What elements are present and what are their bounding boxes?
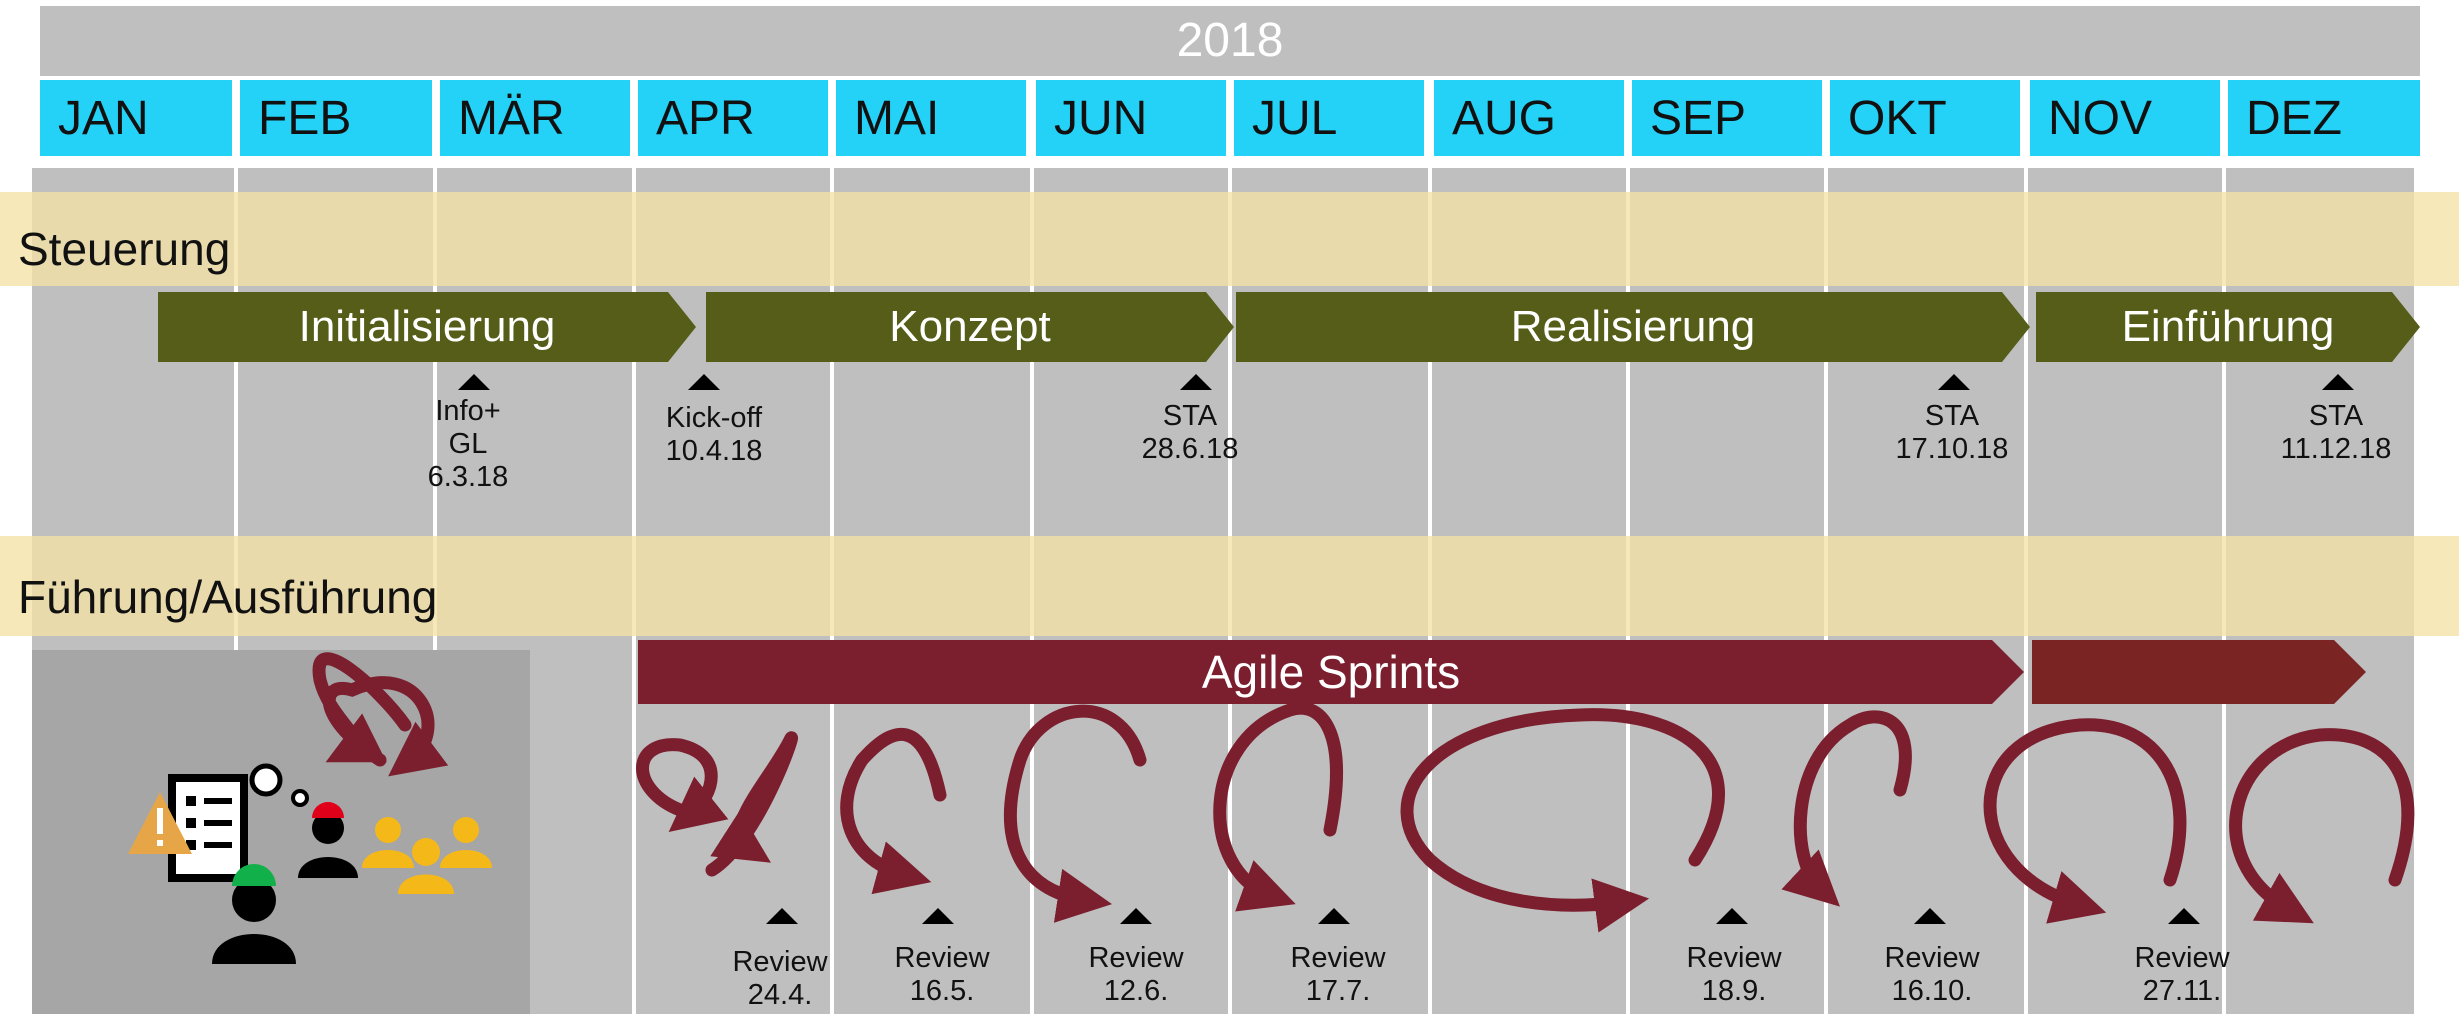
refresh-loop-icon <box>312 652 412 763</box>
phase-einfuehrung: Einführung <box>2036 292 2420 362</box>
review-marker <box>2168 908 2200 924</box>
year-header: 2018 <box>40 6 2420 76</box>
sprint-loop <box>1400 708 1725 933</box>
milestone-sta-okt: STA 17.10.18 <box>1895 400 2009 465</box>
review-4: Review 17.7. <box>1290 942 1386 1007</box>
milestone-kickoff: Kick-off 10.4.18 <box>665 402 763 467</box>
milestone-marker <box>1180 374 1212 390</box>
month-apr: APR <box>638 80 828 156</box>
sprint-loop <box>705 731 798 877</box>
review-2: Review 16.5. <box>894 942 990 1007</box>
milestone-marker <box>2322 374 2354 390</box>
person-icon <box>298 802 358 878</box>
review-marker <box>1318 908 1350 924</box>
month-aug: AUG <box>1434 80 1624 156</box>
agile-sprints-arrow: Agile Sprints <box>638 640 2024 704</box>
sprint-arrow-second <box>2032 640 2366 704</box>
warning-icon <box>128 792 192 854</box>
review-marker <box>1914 908 1946 924</box>
phase-initialisierung: Initialisierung <box>158 292 696 362</box>
review-marker <box>1716 908 1748 924</box>
review-marker <box>766 908 798 924</box>
sprint-loop <box>2229 728 2415 924</box>
review-marker <box>922 908 954 924</box>
sprint-loop <box>1213 701 1343 912</box>
thought-bubble-icon <box>249 763 309 807</box>
person-icon <box>212 864 296 964</box>
month-jun: JUN <box>1036 80 1226 156</box>
month-nov: NOV <box>2030 80 2220 156</box>
review-1: Review 24.4. <box>732 946 828 1011</box>
review-5: Review 18.9. <box>1686 942 1782 1007</box>
sprint-loop <box>1983 718 2187 924</box>
review-marker <box>1120 908 1152 924</box>
sprint-loop <box>1781 710 1912 907</box>
review-7: Review 27.11. <box>2134 942 2230 1007</box>
month-jul: JUL <box>1234 80 1424 156</box>
sprint-loop <box>1003 704 1147 923</box>
month-okt: OKT <box>1830 80 2020 156</box>
month-dez: DEZ <box>2228 80 2420 156</box>
milestone-marker <box>458 374 490 390</box>
milestone-marker <box>1938 374 1970 390</box>
month-jan: JAN <box>40 80 232 156</box>
milestone-sta-jun: STA 28.6.18 <box>1141 400 1239 465</box>
milestone-marker <box>688 374 720 390</box>
fuehrung-label: Führung/Ausführung <box>18 571 438 623</box>
team-icon <box>362 817 492 894</box>
milestone-info-gl: Info+ GL 6.3.18 <box>427 395 509 493</box>
fuehrung-band <box>0 536 2459 636</box>
review-6: Review 16.10. <box>1884 942 1980 1007</box>
sprint-loop <box>636 738 729 833</box>
checklist-icon <box>168 774 248 882</box>
steuerung-band <box>0 192 2459 286</box>
steuerung-label: Steuerung <box>18 223 231 275</box>
milestone-sta-dez: STA 11.12.18 <box>2280 400 2392 465</box>
month-mai: MAI <box>836 80 1026 156</box>
phase-realisierung: Realisierung <box>1236 292 2030 362</box>
phase-konzept: Konzept <box>706 292 1234 362</box>
sprint-loop <box>840 727 947 895</box>
month-sep: SEP <box>1632 80 1822 156</box>
month-mar: MÄR <box>440 80 630 156</box>
month-feb: FEB <box>240 80 432 156</box>
review-3: Review 12.6. <box>1088 942 1184 1007</box>
